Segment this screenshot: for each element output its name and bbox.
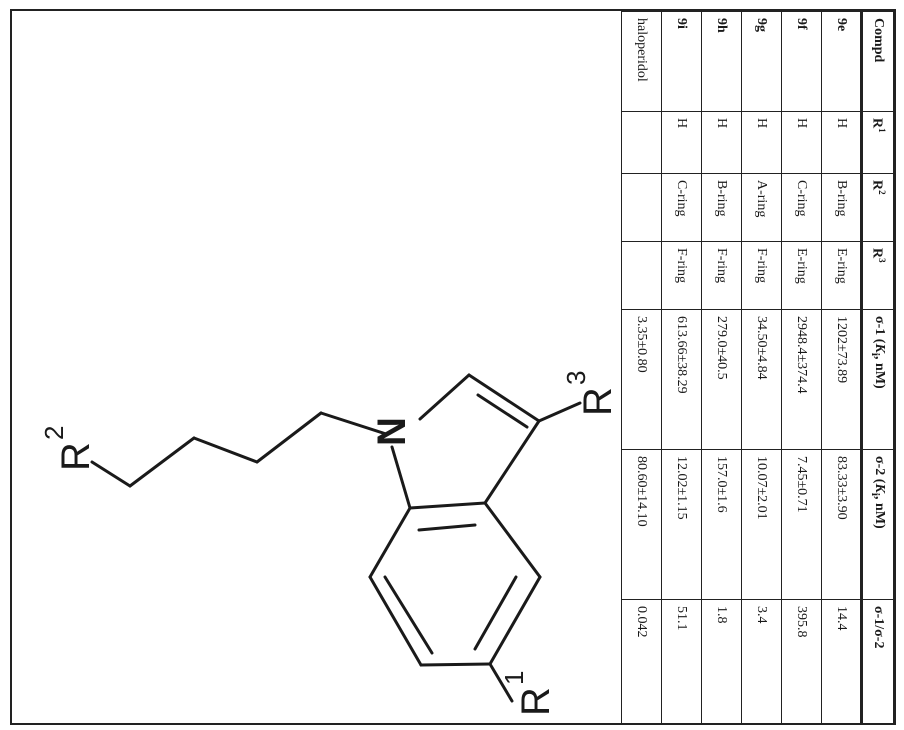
cell-ratio: 51.1 [661, 599, 702, 724]
cell-r2: A-ring [741, 173, 782, 242]
table-row: 9i H C-ring F-ring 613.66±38.29 12.02±1.… [661, 11, 702, 724]
header-r3-letter: R [869, 248, 885, 259]
cell-r3: F-ring [701, 241, 742, 310]
cell-compd: 9g [741, 11, 782, 112]
cell-sigma1: 3.35±0.80 [621, 309, 662, 450]
table-row: 9e H B-ring E-ring 1202±73.89 83.33±3.90… [821, 11, 862, 724]
header-r1: R1 [861, 111, 894, 174]
cell-r1: H [701, 111, 742, 174]
cell-r1: H [661, 111, 702, 174]
header-sigma-ratio: σ-1/σ-2 [861, 599, 894, 724]
cell-compd: 9e [821, 11, 862, 112]
header-r2-letter: R [869, 180, 885, 191]
header-r2-sup: 2 [877, 190, 888, 195]
cell-r2 [621, 173, 662, 242]
r2-substituent-label: R 2 [39, 426, 98, 471]
cell-ratio: 395.8 [781, 599, 822, 724]
header-s1-pre: σ-1 ( [871, 316, 887, 344]
nitrogen-atom-label: N [370, 417, 414, 446]
header-sigma1-ki: σ-1 (Ki, nM) [861, 309, 894, 450]
table-row: 9h H B-ring F-ring 279.0±40.5 157.0±1.6 … [701, 11, 742, 724]
r1-substituent-label: R 1 [499, 671, 558, 716]
header-s2-post: , nM) [871, 496, 887, 529]
r3-letter: R [576, 387, 620, 416]
binding-affinity-table: Compd R1 R2 R3 σ-1 (Ki, nM) σ-2 (Ki, nM)… [621, 11, 894, 724]
table-row: haloperidol 3.35±0.80 80.60±14.10 0.042 [621, 11, 662, 724]
cell-compd: haloperidol [621, 11, 662, 112]
cell-r1: H [741, 111, 782, 174]
cell-sigma2: 12.02±1.15 [661, 449, 702, 600]
cell-r3: E-ring [781, 241, 822, 310]
cell-sigma1: 2948.4±374.4 [781, 309, 822, 450]
cell-r2: B-ring [821, 173, 862, 242]
cell-r3: F-ring [661, 241, 702, 310]
binding-affinity-table-rotated: Compd R1 R2 R3 σ-1 (Ki, nM) σ-2 (Ki, nM)… [621, 11, 894, 724]
header-r1-sup: 1 [877, 128, 888, 133]
table-header-row: Compd R1 R2 R3 σ-1 (Ki, nM) σ-2 (Ki, nM)… [861, 11, 894, 724]
header-s1-k: K [871, 343, 887, 353]
cell-r2: C-ring [661, 173, 702, 242]
cell-compd: 9i [661, 11, 702, 112]
r1-superscript: 1 [499, 671, 529, 685]
r2-superscript: 2 [39, 426, 69, 440]
cell-sigma1: 1202±73.89 [821, 309, 862, 450]
cell-r1: H [821, 111, 862, 174]
header-s1-post: , nM) [871, 356, 887, 389]
r3-superscript: 3 [561, 371, 591, 385]
cell-sigma2: 80.60±14.10 [621, 449, 662, 600]
cell-ratio: 1.8 [701, 599, 742, 724]
cell-compd: 9h [701, 11, 742, 112]
cell-r1: H [781, 111, 822, 174]
header-s2-pre: σ-2 ( [871, 456, 887, 484]
cell-r1 [621, 111, 662, 174]
cell-sigma1: 613.66±38.29 [661, 309, 702, 450]
r3-substituent-label: R 3 [561, 371, 620, 416]
header-s2-k: K [871, 483, 887, 493]
r1-letter: R [514, 687, 558, 716]
cell-sigma1: 34.50±4.84 [741, 309, 782, 450]
cell-sigma1: 279.0±40.5 [701, 309, 742, 450]
cell-sigma2: 83.33±3.90 [821, 449, 862, 600]
cell-r2: B-ring [701, 173, 742, 242]
cell-r3: F-ring [741, 241, 782, 310]
header-r2: R2 [861, 173, 894, 242]
cell-ratio: 14.4 [821, 599, 862, 724]
cell-r3 [621, 241, 662, 310]
header-r3: R3 [861, 241, 894, 310]
cell-sigma2: 7.45±0.71 [781, 449, 822, 600]
cell-sigma2: 10.07±2.01 [741, 449, 782, 600]
cell-ratio: 3.4 [741, 599, 782, 724]
bond-lines [90, 373, 582, 703]
cell-ratio: 0.042 [621, 599, 662, 724]
cell-r3: E-ring [821, 241, 862, 310]
cell-sigma2: 157.0±1.6 [701, 449, 742, 600]
table-row: 9g H A-ring F-ring 34.50±4.84 10.07±2.01… [741, 11, 782, 724]
indole-structure: N R 2 R 3 R 1 [39, 371, 620, 716]
header-sigma2-ki: σ-2 (Ki, nM) [861, 449, 894, 600]
header-compd: Compd [861, 11, 894, 112]
cell-compd: 9f [781, 11, 822, 112]
header-r3-sup: 3 [877, 258, 888, 263]
r2-letter: R [54, 442, 98, 471]
cell-r2: C-ring [781, 173, 822, 242]
header-r1-letter: R [869, 118, 885, 129]
table-row: 9f H C-ring E-ring 2948.4±374.4 7.45±0.7… [781, 11, 822, 724]
figure-frame [10, 9, 896, 725]
